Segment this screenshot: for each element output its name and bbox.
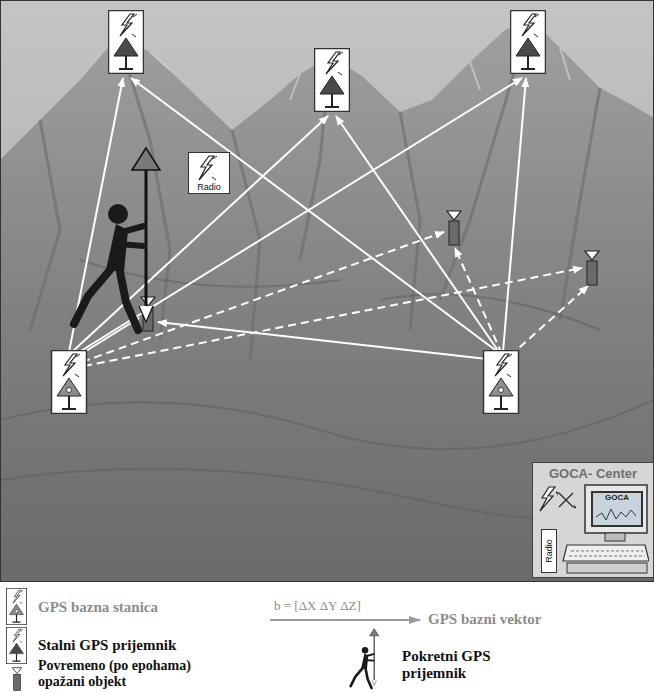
moving-receiver-figure xyxy=(74,148,160,330)
legend-text: Pokretni GPS prijemnik xyxy=(402,648,514,682)
legend-text: GPS bazni vektor xyxy=(428,610,541,628)
mountain-photo xyxy=(0,0,654,582)
lightning-icon xyxy=(189,154,225,184)
monitor-screen: GOCA xyxy=(591,491,643,527)
node-text: Radio xyxy=(189,182,229,192)
control-center-box: GOCA- CenterGOCA Radio xyxy=(532,462,654,578)
radio-box: Radio xyxy=(541,529,557,573)
legend-text: GPS bazna stanica xyxy=(38,598,158,616)
node-text: GOCA- Center xyxy=(533,466,653,481)
radio-box: Radio xyxy=(188,152,230,194)
observed-objects xyxy=(141,211,599,331)
baseline-vectors xyxy=(69,78,588,366)
legend-symbols xyxy=(6,588,420,690)
vector-formula: b = [ΔX ΔY ΔZ] xyxy=(274,598,361,614)
gps-stations xyxy=(52,11,546,414)
legend-text: Stalni GPS prijemnik xyxy=(38,636,176,654)
node-text: GOCA xyxy=(593,493,641,503)
legend-text: Povremeno (po epohama) opažani objekt xyxy=(38,658,238,690)
node-text: Radio xyxy=(544,539,554,563)
